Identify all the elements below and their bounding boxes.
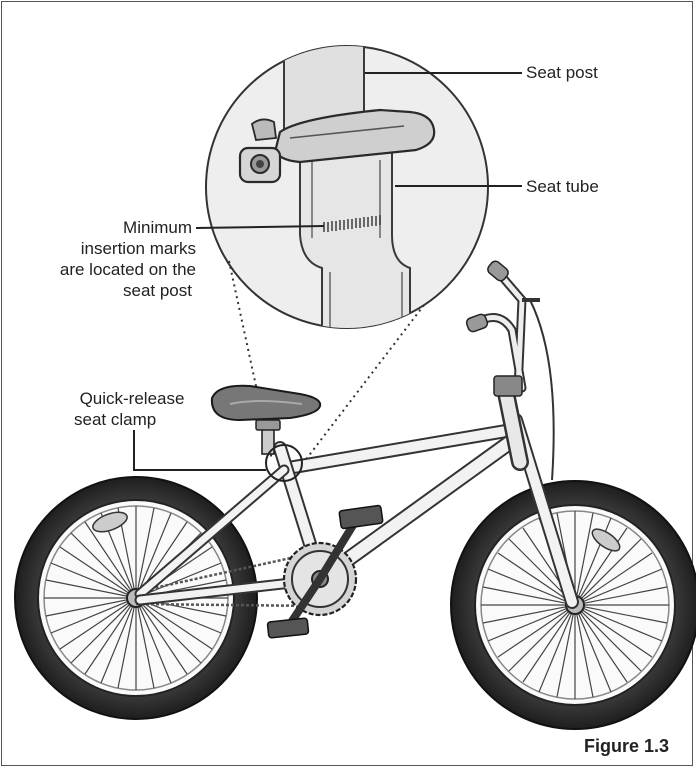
label-min-insertion-l3: are located on the xyxy=(0,259,196,280)
pedal-lower xyxy=(267,618,308,638)
pedal-upper xyxy=(339,505,383,529)
bicycle xyxy=(15,259,696,729)
label-min-insertion: Minimum insertion marks are located on t… xyxy=(0,217,196,301)
label-seat-tube: Seat tube xyxy=(526,176,599,197)
label-seat-post: Seat post xyxy=(526,62,598,83)
label-quick-release-l1: Quick-release xyxy=(52,388,212,409)
label-min-insertion-l1: Minimum xyxy=(0,217,196,238)
zoom-connector-right xyxy=(304,305,424,462)
label-min-insertion-l2: insertion marks xyxy=(0,238,196,259)
crankset xyxy=(284,522,356,624)
seat xyxy=(212,386,320,454)
quick-release-leader xyxy=(134,430,266,470)
label-min-insertion-l4: seat post xyxy=(0,280,196,301)
figure-caption: Figure 1.3 xyxy=(584,736,669,757)
label-quick-release: Quick-release seat clamp xyxy=(52,388,212,430)
label-quick-release-l2: seat clamp xyxy=(52,409,212,430)
